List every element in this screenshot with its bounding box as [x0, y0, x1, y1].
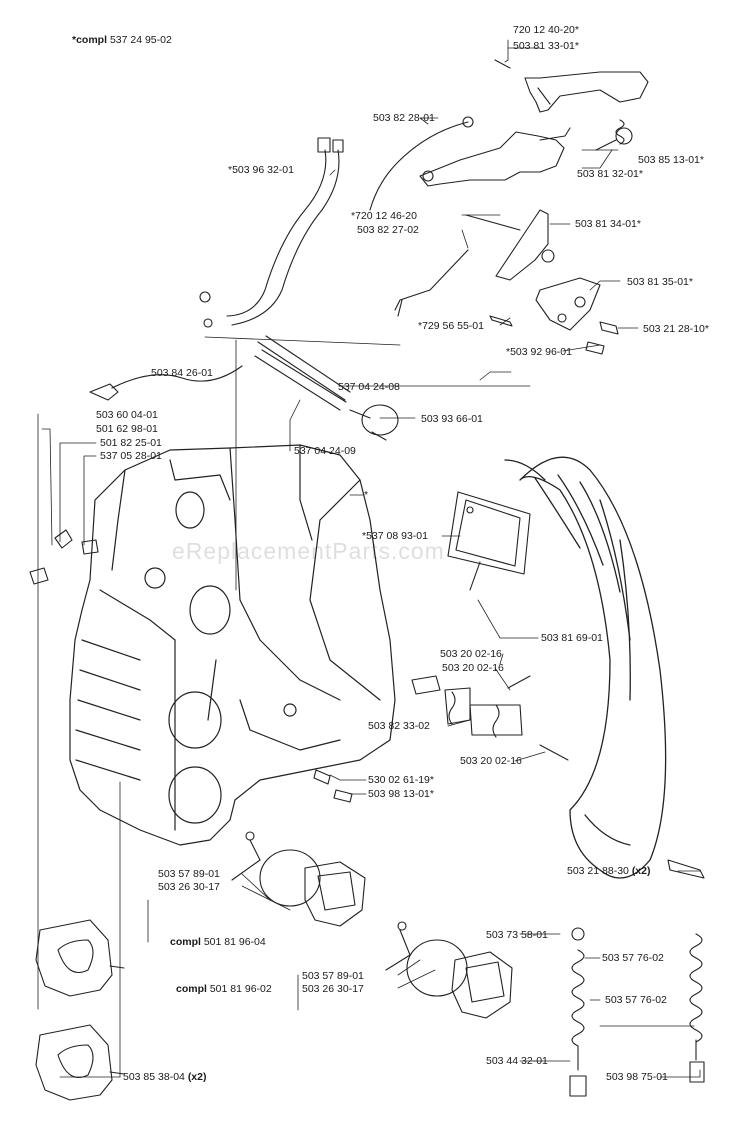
part-label: 537 04 24-08 — [338, 381, 400, 393]
part-label: 503 73 58-01 — [486, 929, 548, 941]
part-label: 503 20 02-16 — [460, 755, 522, 767]
throttle-lever — [419, 127, 571, 187]
part-qty: (x2) — [631, 865, 651, 877]
part-label: 537 04 24-09 — [294, 445, 356, 457]
throttle-trigger — [494, 59, 649, 113]
part-label-qty: 503 21 88-30 (x2) — [567, 865, 651, 877]
part-label: 503 20 02-16 — [440, 648, 502, 660]
throttle-cable — [369, 121, 469, 211]
av-element-1 — [231, 831, 366, 927]
part-label: *537 08 93-01 — [362, 530, 428, 542]
part-label: 501 82 25-01 — [100, 437, 162, 449]
primer-bulb — [349, 404, 399, 441]
part-label: 503 98 13-01* — [368, 788, 434, 800]
part-label: 501 62 98-01 — [96, 423, 158, 435]
part-label: 503 82 33-02 — [368, 720, 430, 732]
compl-number: 537 24 95-02 — [109, 34, 172, 46]
handle-bar — [504, 456, 667, 879]
part-label: *503 92 96-01 — [506, 346, 572, 358]
av-element-2 — [385, 921, 513, 1019]
av-spring-2 — [689, 933, 705, 1083]
choke-control — [394, 209, 555, 317]
tank-screws — [313, 769, 353, 803]
part-label: 503 81 35-01* — [627, 276, 693, 288]
header-compl-label: *compl 537 24 95-02 — [72, 34, 172, 46]
part-label: * — [364, 489, 369, 501]
fuel-tubes — [254, 335, 351, 411]
wiring-harness — [199, 137, 344, 328]
part-label: *729 56 55-01 — [418, 320, 484, 332]
trigger-spring — [595, 119, 633, 151]
part-label: 530 02 61-19* — [368, 774, 434, 786]
part-label: 503 81 33-01* — [513, 40, 579, 52]
part-label: 503 21 28-10* — [643, 323, 709, 335]
part-label: 503 82 27-02 — [357, 224, 419, 236]
compl-prefix: *compl — [72, 34, 108, 46]
compl-prefix: compl — [170, 936, 201, 948]
screw-bush — [585, 321, 619, 355]
part-label: 503 81 34-01* — [575, 218, 641, 230]
part-label: 503 20 02-16 — [442, 662, 504, 674]
part-number: 503 21 88-30 — [567, 865, 629, 877]
tank-housing — [69, 444, 396, 846]
part-label: 503 81 69-01 — [541, 632, 603, 644]
part-label: 503 57 76-02 — [605, 994, 667, 1006]
damper-1 — [35, 919, 125, 997]
part-label: 537 05 28-01 — [100, 450, 162, 462]
fittings-left — [29, 529, 99, 585]
part-label: 503 93 66-01 — [421, 413, 483, 425]
control-plate — [535, 277, 601, 331]
compl-label: compl 501 81 96-04 — [170, 936, 266, 948]
part-number: 503 85 38-04 — [123, 1071, 185, 1083]
part-label: 503 81 32-01* — [577, 168, 643, 180]
part-label: 503 98 75-01 — [606, 1071, 668, 1083]
part-label-qty: 503 85 38-04 (x2) — [123, 1071, 207, 1083]
av-spring-1 — [569, 927, 587, 1097]
part-label: 503 84 26-01 — [151, 367, 213, 379]
compl-number: 501 81 96-02 — [209, 983, 272, 995]
compl-number: 501 81 96-04 — [203, 936, 266, 948]
part-label: 503 60 04-01 — [96, 409, 158, 421]
watermark: eReplacementParts.com — [172, 538, 445, 564]
av-mount — [411, 675, 569, 761]
part-label: 503 57 76-02 — [602, 952, 664, 964]
compl-prefix: compl — [176, 983, 207, 995]
part-qty: (x2) — [187, 1071, 207, 1083]
screw-small — [489, 315, 513, 327]
part-label: *720 12 46-20 — [351, 210, 417, 222]
part-label: 503 82 28-01 — [373, 112, 435, 124]
part-label: 720 12 40-20* — [513, 24, 579, 36]
part-label: *503 96 32-01 — [228, 164, 294, 176]
part-label: 503 44 32-01 — [486, 1055, 548, 1067]
ignition-lead — [89, 365, 243, 401]
part-label: 503 57 89-01 — [302, 970, 364, 982]
filter-cover — [447, 491, 531, 591]
bolt-handle — [667, 859, 705, 879]
part-label: 503 26 30-17 — [302, 983, 364, 995]
part-label: 503 85 13-01* — [638, 154, 704, 166]
part-label: 503 26 30-17 — [158, 881, 220, 893]
compl-label: compl 501 81 96-02 — [176, 983, 272, 995]
part-label: 503 57 89-01 — [158, 868, 220, 880]
damper-2 — [35, 1024, 125, 1101]
